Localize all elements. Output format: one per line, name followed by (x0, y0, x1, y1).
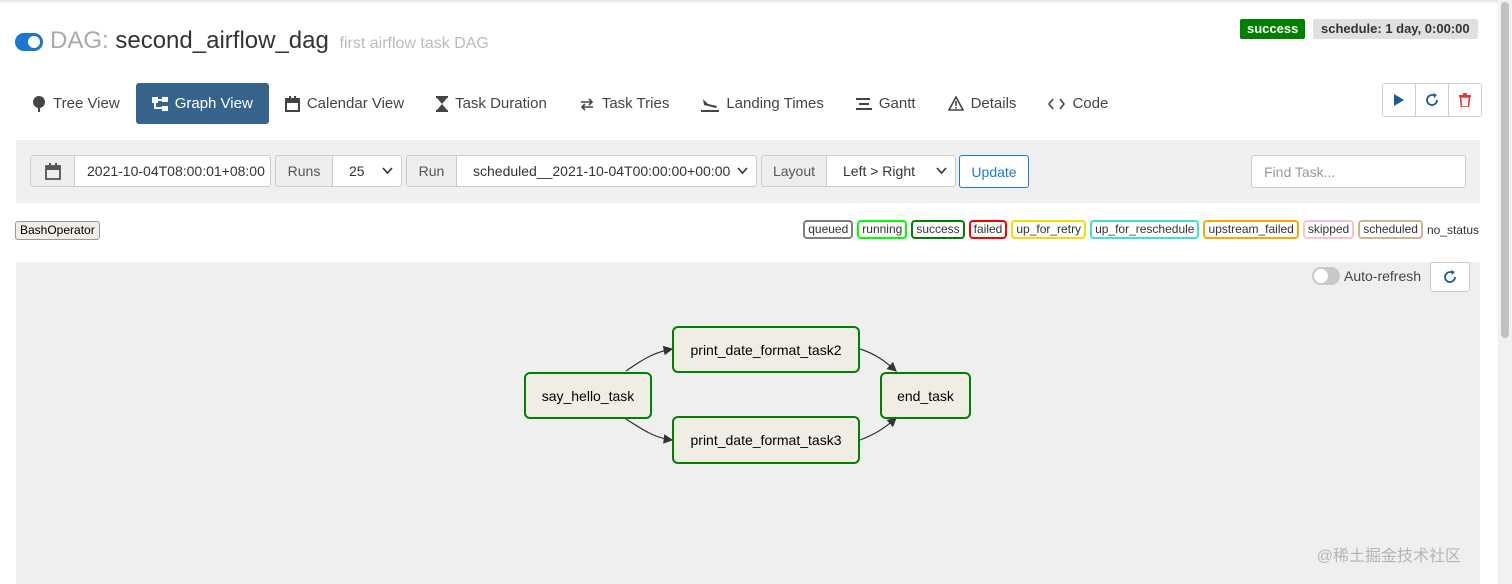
dag-name: second_airflow_dag (115, 27, 329, 54)
edge-say-hello-to-task3 (625, 418, 674, 444)
legend-success: success (911, 220, 965, 239)
dag-pause-toggle[interactable] (15, 33, 43, 51)
page-title: DAG: second_airflow_dag first airflow ta… (50, 27, 489, 55)
date-picker-button[interactable] (30, 155, 75, 187)
tab-graph-view[interactable]: Graph View (135, 83, 269, 124)
top-shadow (0, 0, 1512, 4)
delete-dag-button[interactable] (1449, 84, 1481, 116)
edge-task3-to-end (859, 417, 897, 441)
num-runs-select[interactable]: 25 (332, 155, 402, 187)
trigger-dag-button[interactable] (1383, 84, 1416, 116)
schedule-badge: schedule: 1 day, 0:00:00 (1313, 19, 1478, 39)
operator-badge: BashOperator (15, 221, 100, 240)
task-node-print-date-format-task3[interactable]: print_date_format_task3 (672, 416, 860, 464)
watermark: @稀土掘金技术社区 (1316, 548, 1461, 565)
refresh-dag-button[interactable] (1416, 84, 1449, 116)
legend-queued: queued (803, 220, 854, 239)
tab-label: Task Duration (455, 95, 547, 112)
tab-label: Gantt (878, 95, 916, 112)
refresh-icon (1444, 270, 1456, 283)
refresh-icon (1426, 93, 1438, 106)
task-node-print-date-format-task2[interactable]: print_date_format_task2 (672, 326, 860, 373)
dag-prefix: DAG: (50, 27, 109, 54)
legend-up-for-retry: up_for_retry (1011, 220, 1087, 239)
dag-graph-canvas[interactable]: Auto-refresh say_hello_task print_date_f… (16, 262, 1480, 584)
graph-icon (151, 96, 168, 111)
dag-run-select[interactable]: scheduled__2021-10-04T00:00:00+00:00 (456, 155, 757, 187)
chevron-down-icon (382, 167, 393, 175)
calendar-icon (284, 95, 300, 112)
tab-calendar-view[interactable]: Calendar View (269, 83, 420, 124)
runs-label: Runs (275, 155, 333, 187)
tab-task-duration[interactable]: Task Duration (420, 83, 563, 124)
run-label: Run (406, 155, 457, 187)
page-scrollbar[interactable] (1498, 0, 1512, 584)
tab-label: Details (970, 95, 1017, 112)
task-node-say-hello[interactable]: say_hello_task (524, 372, 652, 419)
dag-description: first airflow task DAG (339, 35, 489, 52)
code-icon (1048, 98, 1066, 109)
auto-refresh-toggle[interactable]: Auto-refresh (1312, 267, 1421, 285)
layout-value: Left > Right (843, 163, 915, 179)
find-task-input[interactable]: Find Task... (1251, 155, 1466, 188)
legend-failed: failed (968, 220, 1008, 239)
num-runs-value: 25 (349, 163, 365, 179)
graph-edges (625, 345, 897, 444)
tab-label: Code (1072, 95, 1109, 112)
tab-label: Landing Times (726, 95, 824, 112)
legend-up-for-reschedule: up_for_reschedule (1090, 220, 1200, 239)
legend-upstream-failed: upstream_failed (1203, 220, 1299, 239)
layout-select[interactable]: Left > Right (826, 155, 956, 187)
graph-filter-bar: 2021-10-04T08:00:01+08:00 Runs 25 Run sc… (16, 140, 1480, 203)
edge-task2-to-end (859, 348, 897, 372)
tab-tree-view[interactable]: Tree View (16, 83, 136, 124)
trash-icon (1459, 93, 1471, 107)
tab-landing-times[interactable]: Landing Times (685, 83, 840, 124)
dag-actions (1382, 83, 1482, 117)
dag-run-value: scheduled__2021-10-04T00:00:00+00:00 (473, 163, 731, 179)
tab-gantt[interactable]: Gantt (840, 83, 932, 124)
edge-say-hello-to-task2 (625, 345, 674, 372)
auto-refresh-switch[interactable] (1312, 267, 1340, 285)
update-button[interactable]: Update (959, 155, 1029, 188)
state-legend: queued running success failed up_for_ret… (799, 220, 1479, 239)
auto-refresh-label: Auto-refresh (1344, 268, 1422, 284)
retry-arrows-icon (580, 97, 593, 111)
task-node-end[interactable]: end_task (880, 372, 971, 419)
gantt-icon (855, 97, 872, 110)
tab-label: Tree View (53, 95, 120, 112)
chevron-down-icon (936, 167, 947, 175)
layout-label: Layout (761, 155, 827, 187)
graph-refresh-button[interactable] (1430, 262, 1470, 292)
base-date-input[interactable]: 2021-10-04T08:00:01+08:00 (74, 155, 271, 187)
tab-details[interactable]: Details (932, 83, 1033, 124)
calendar-icon (44, 162, 61, 180)
chevron-down-icon (737, 167, 748, 175)
legend-no-status: no_status (1426, 222, 1479, 237)
tree-icon (33, 95, 45, 112)
tab-task-tries[interactable]: Task Tries (563, 83, 686, 124)
warning-icon (947, 96, 964, 111)
view-tabs: Tree View Graph View Calendar View Task … (16, 83, 1124, 124)
tab-label: Graph View (174, 95, 253, 112)
hourglass-icon (436, 95, 449, 112)
scrollbar-thumb[interactable] (1501, 2, 1509, 338)
plane-landing-icon (701, 98, 720, 112)
tab-label: Task Tries (601, 95, 670, 112)
dag-run-status-badge: success (1240, 19, 1306, 39)
legend-scheduled: scheduled (1358, 220, 1423, 239)
play-icon (1394, 94, 1404, 106)
legend-running: running (857, 220, 908, 239)
tab-label: Calendar View (306, 95, 405, 112)
legend-skipped: skipped (1302, 220, 1355, 239)
tab-code[interactable]: Code (1032, 83, 1124, 124)
